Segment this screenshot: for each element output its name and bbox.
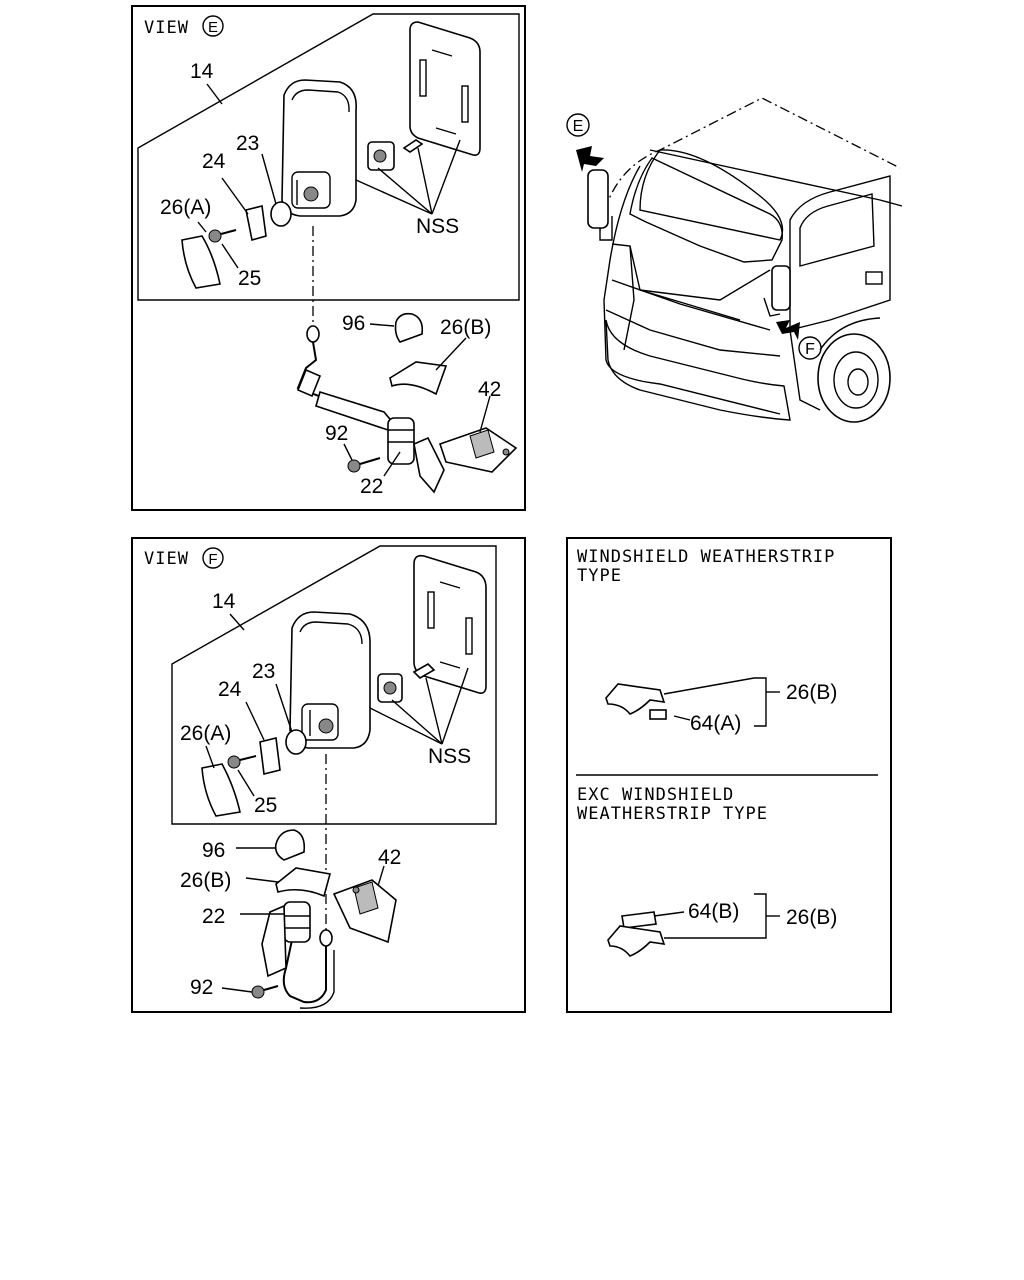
weatherstrip-panel: WINDSHIELD WEATHERSTRIP TYPE 26(B) 64(A)… [566, 537, 892, 1013]
type2-bracket [653, 893, 767, 939]
panel-e-glass-mount [367, 139, 424, 171]
type2-part-64b-label: 64(B) [688, 900, 739, 923]
arrow-e: E [566, 113, 604, 172]
panel-e-part-26b [389, 361, 448, 396]
panel-view-f: VIEW F [131, 537, 526, 1013]
panel-f-view-letter: F [208, 551, 217, 568]
svg-text:E: E [573, 118, 584, 135]
panel-e-part-92 [347, 457, 381, 473]
label-96: 96 [202, 839, 225, 862]
panel-f-leaders [205, 613, 293, 797]
label-92: 92 [325, 422, 348, 445]
panel-f-stay-arm [282, 754, 335, 1009]
type2-plate-26b [607, 925, 666, 957]
label-22: 22 [202, 905, 225, 928]
label-25: 25 [254, 794, 277, 817]
label-26a: 26(A) [160, 196, 211, 219]
panel-e-mirror-glass [409, 21, 481, 156]
type2-ref-26b: 26(B) [786, 906, 837, 929]
panel-f-part-92 [251, 985, 279, 999]
panel-f-part-26a [201, 763, 241, 817]
panel-view-e: VIEW E [131, 5, 526, 511]
panel-e-lower-leaders [343, 323, 491, 477]
panel-f-mirror-glass [413, 554, 487, 694]
label-25: 25 [238, 267, 261, 290]
panel-e-part-25 [208, 229, 237, 243]
type1-title-line2: TYPE [577, 566, 622, 586]
label-14: 14 [212, 590, 236, 613]
type1-part-64a [649, 709, 667, 720]
label-92: 92 [190, 976, 213, 999]
panel-e-view-letter: E [208, 19, 218, 36]
type1-part-64a-label: 64(A) [690, 712, 741, 735]
panel-f-view-circle [202, 547, 224, 569]
panel-f-lower-leaders [221, 847, 385, 993]
panel-e-stay-arm [296, 226, 396, 431]
panel-e-part-22 [387, 417, 445, 494]
type2-title-line2: WEATHERSTRIP TYPE [577, 804, 768, 824]
label-42: 42 [478, 378, 501, 401]
panel-e-view-circle [202, 15, 224, 37]
type1-plate-26b [605, 683, 666, 715]
panel-e-frame [131, 5, 526, 511]
panel-f-part-96 [274, 829, 306, 861]
panel-e-nss-leaders [355, 139, 461, 215]
panel-e-inner-box [137, 13, 520, 301]
label-26a: 26(A) [180, 722, 231, 745]
panel-f-glass-mount [377, 663, 436, 703]
truck-mirror-e [587, 169, 613, 241]
panel-f-inner-box [171, 545, 497, 825]
panel-e-leaders [197, 83, 277, 269]
label-23: 23 [236, 132, 259, 155]
type1-ref-26b: 26(B) [786, 681, 837, 704]
weatherstrip-frame [566, 537, 892, 1013]
panel-e-part-24 [245, 205, 267, 242]
label-96: 96 [342, 312, 365, 335]
panel-e-part-26a [181, 235, 221, 289]
panel-f-part-26b [275, 867, 332, 898]
truck-cab-illustration: E F [566, 97, 903, 423]
panel-f-part-22 [261, 901, 311, 978]
label-22: 22 [360, 475, 383, 498]
panel-f-part-42 [332, 879, 397, 944]
panel-f-part-25 [227, 755, 257, 769]
label-nss: NSS [428, 745, 471, 768]
label-42: 42 [378, 846, 401, 869]
label-26b: 26(B) [440, 316, 491, 339]
arrow-f: F [776, 320, 822, 360]
type1-bracket [663, 677, 767, 727]
panel-e-part-96 [394, 312, 424, 343]
label-23: 23 [252, 660, 275, 683]
panel-f-part-24 [259, 737, 281, 775]
panel-f-mirror-housing [289, 611, 371, 749]
panel-f-frame [131, 537, 526, 1013]
panel-f-nss-leaders [369, 667, 469, 745]
truck-mirror-f [763, 265, 791, 317]
label-14: 14 [190, 60, 214, 83]
svg-text:F: F [805, 341, 815, 358]
type2-title-line1: EXC WINDSHIELD [577, 785, 734, 805]
type1-title-line1: WINDSHIELD WEATHERSTRIP [577, 547, 835, 567]
panel-e-view-title: VIEW [144, 18, 189, 38]
panel-f-view-title: VIEW [144, 549, 189, 569]
label-26b: 26(B) [180, 869, 231, 892]
label-24: 24 [202, 150, 226, 173]
panel-e-part-42 [438, 427, 518, 473]
label-24: 24 [218, 678, 242, 701]
label-nss: NSS [416, 215, 459, 238]
panel-f-part-23 [285, 729, 307, 755]
panel-e-part-23 [270, 201, 292, 227]
panel-e-mirror-housing [281, 79, 357, 217]
type2-part-64b [621, 911, 657, 929]
